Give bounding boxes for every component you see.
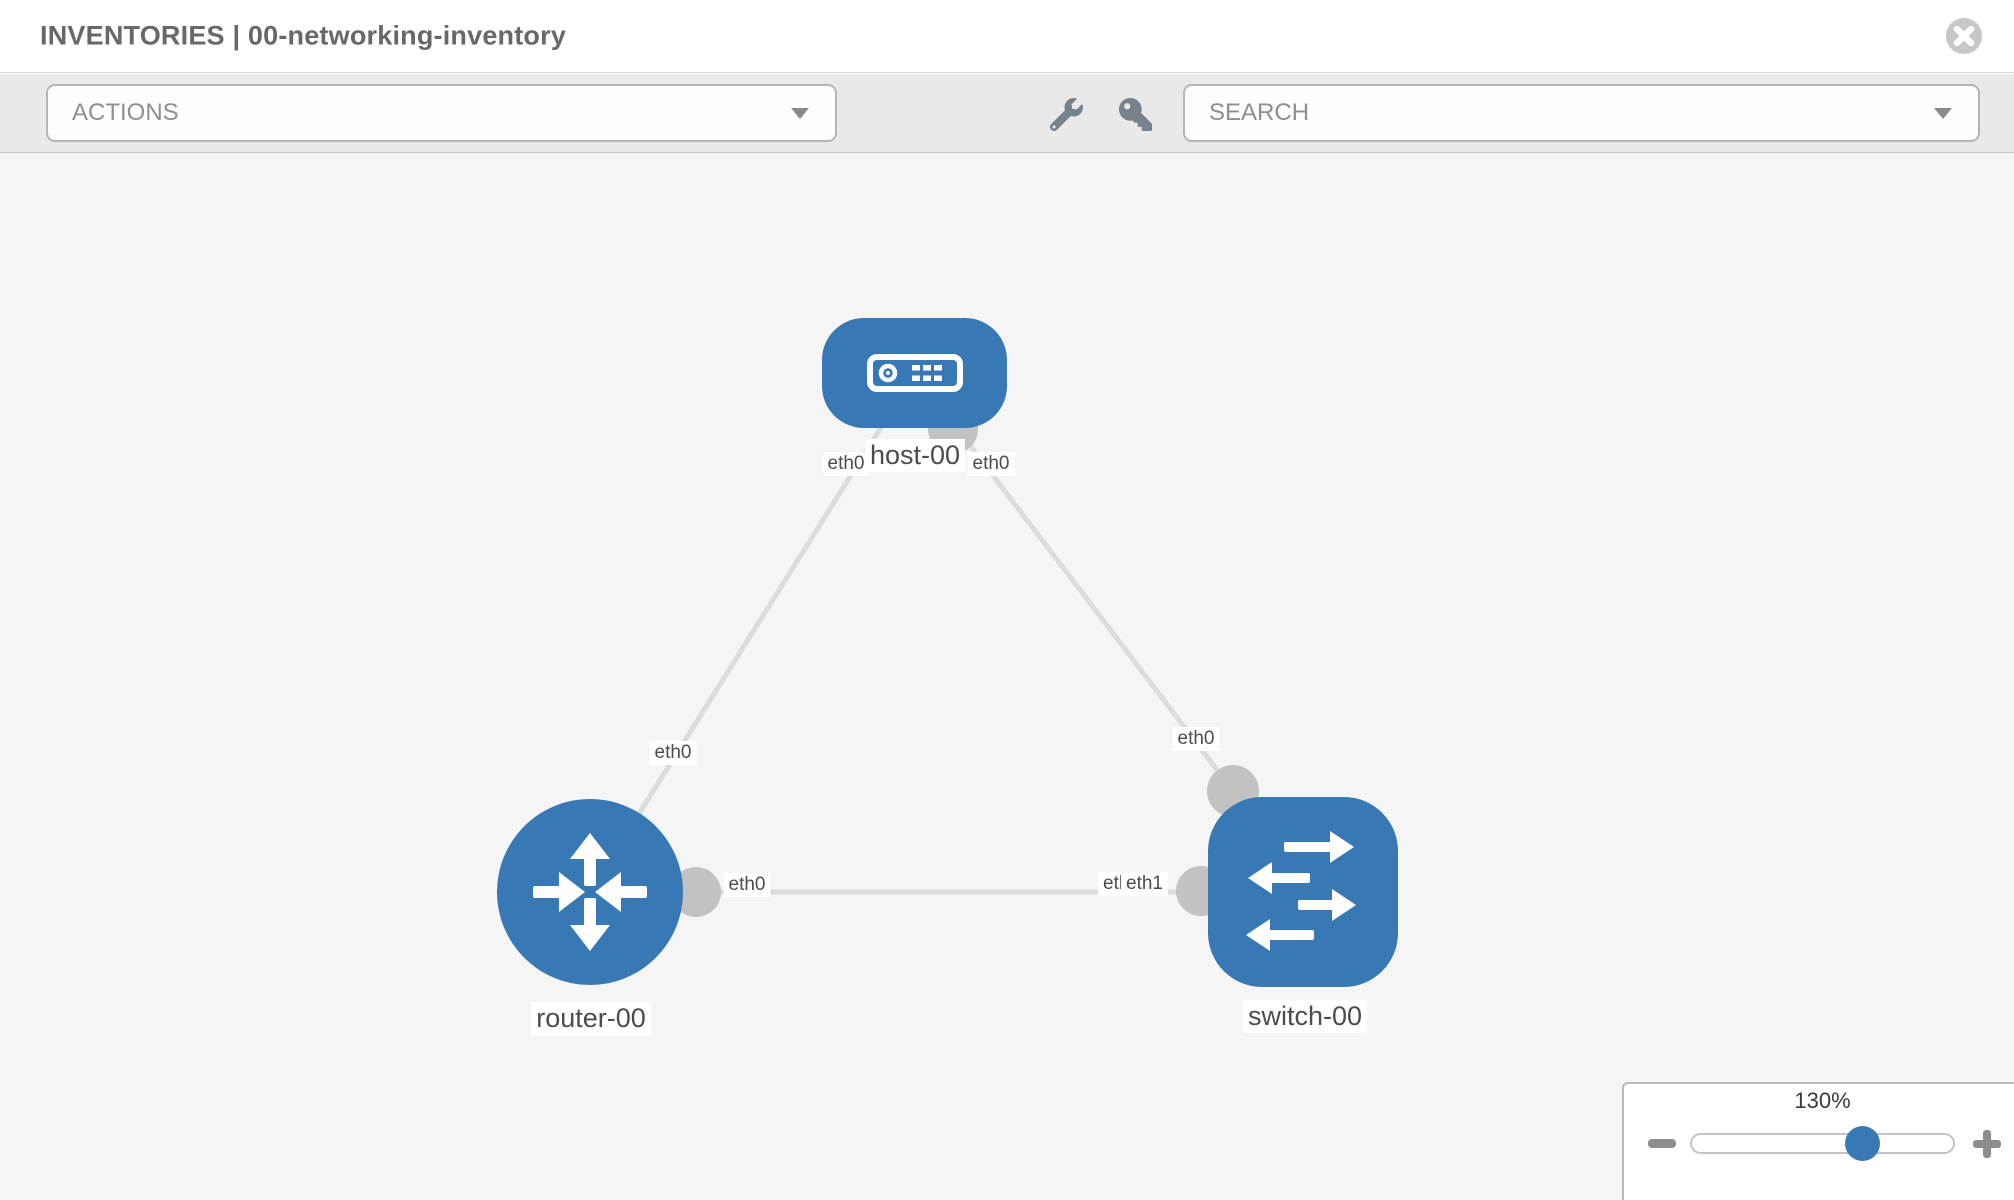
- zoom-slider-thumb[interactable]: [1845, 1126, 1880, 1161]
- interface-label: eth1: [1121, 872, 1168, 896]
- search-dropdown-label: SEARCH: [1209, 99, 1310, 126]
- zoom-level-value: 130%: [1794, 1088, 1851, 1113]
- topology-links: [587, 371, 1303, 895]
- toolbar: ACTIONS SEARCH: [0, 74, 2014, 153]
- actions-dropdown-label: ACTIONS: [72, 99, 179, 126]
- caret-down-icon: [791, 108, 809, 119]
- node-label-host: host-00: [864, 439, 966, 473]
- caret-down-icon: [1934, 108, 1952, 119]
- zoom-in-button[interactable]: [1972, 1129, 2002, 1159]
- search-dropdown[interactable]: SEARCH: [1183, 84, 1980, 142]
- interface-label: eth0: [1172, 727, 1220, 751]
- header: INVENTORIES | 00-networking-inventory: [0, 0, 2014, 73]
- node-label-switch: switch-00: [1242, 1000, 1368, 1034]
- zoom-slider-track[interactable]: [1690, 1133, 1955, 1154]
- interface-label: eth0: [649, 741, 697, 765]
- host-icon: [866, 354, 963, 392]
- key-icon: [1118, 97, 1152, 131]
- wrench-icon: [1049, 97, 1083, 131]
- close-icon: [1946, 18, 1982, 54]
- router-icon: [533, 833, 647, 951]
- interface-label: eth0: [723, 873, 771, 897]
- node-switch-00[interactable]: [1208, 797, 1398, 987]
- tools-button[interactable]: [1044, 92, 1088, 136]
- topology-canvas[interactable]: eth0 eth0 eth0 eth0 eth0 eth1 eth1 host-…: [0, 153, 2014, 1200]
- actions-dropdown[interactable]: ACTIONS: [46, 84, 837, 142]
- close-button[interactable]: [1943, 15, 1985, 57]
- zoom-out-button[interactable]: [1648, 1139, 1676, 1148]
- interface-label: eth0: [822, 452, 870, 476]
- zoom-panel: 130%: [1622, 1082, 2014, 1200]
- credentials-button[interactable]: [1113, 92, 1157, 136]
- node-router-00[interactable]: [497, 799, 683, 985]
- node-host-00[interactable]: [822, 318, 1007, 428]
- page-title: INVENTORIES | 00-networking-inventory: [40, 20, 567, 51]
- node-label-router: router-00: [531, 1002, 651, 1036]
- switch-icon: [1246, 831, 1356, 951]
- plus-icon: [1983, 1130, 1991, 1158]
- interface-label: eth0: [967, 452, 1015, 476]
